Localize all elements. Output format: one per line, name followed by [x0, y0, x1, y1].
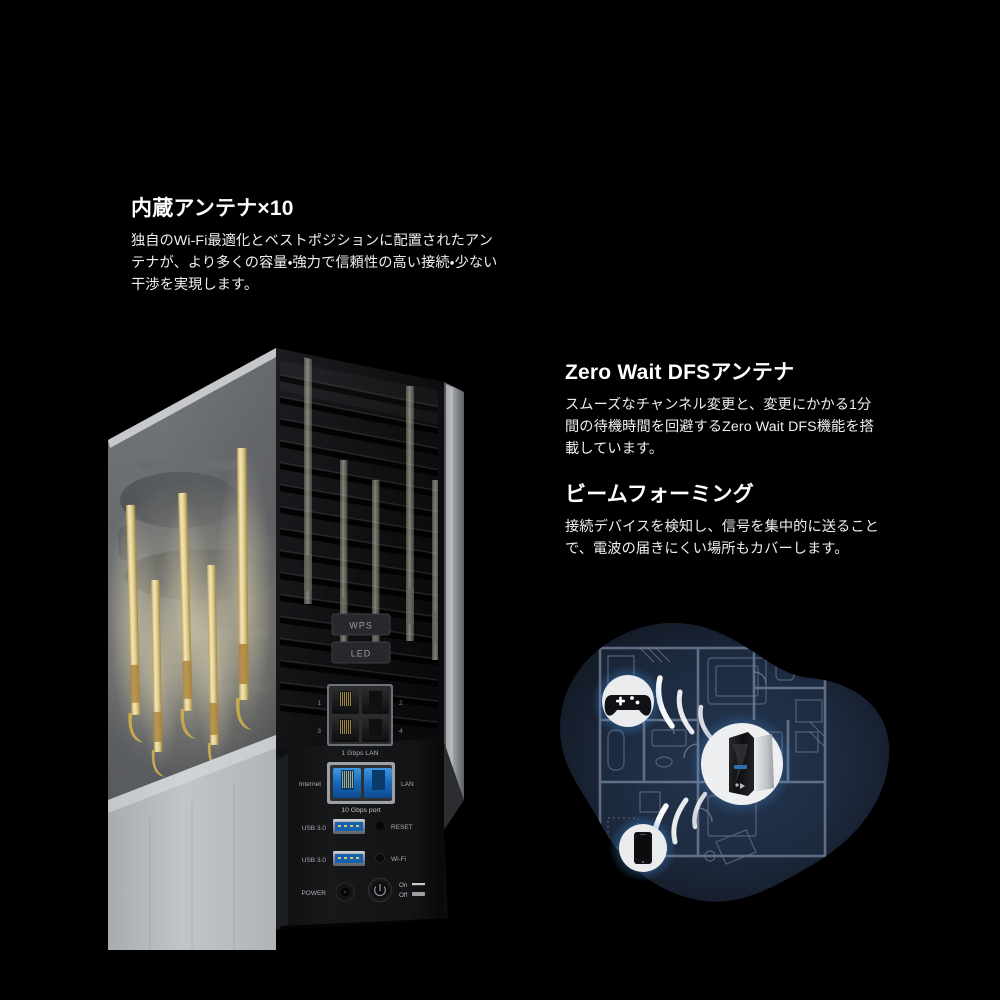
- power-jack-label: POWER: [301, 890, 326, 897]
- internal-antennas-right-ghost: [304, 354, 438, 660]
- lan-port-1: [332, 689, 359, 714]
- feature-block-zero-wait-dfs: Zero Wait DFSアンテナ スムーズなチャンネル変更と、変更にかかる1分…: [565, 360, 883, 460]
- usb-port-1-label: USB 3.0: [302, 825, 327, 832]
- lan-10g-port-label: LAN: [401, 781, 414, 788]
- lan-port-4: [362, 717, 389, 742]
- reset-button[interactable]: [376, 822, 384, 830]
- router-right-edge: [444, 382, 464, 830]
- wifi-button[interactable]: [375, 853, 385, 863]
- wifi-button-label: Wi-Fi: [391, 856, 406, 863]
- lan-port-2: [362, 689, 389, 714]
- lan-10g-port: [364, 768, 392, 798]
- usb-port-2-label: USB 3.0: [302, 857, 327, 864]
- router-product-image: WPS LED: [108, 330, 508, 950]
- power-off-mark: [412, 892, 425, 896]
- power-on-mark: [412, 883, 425, 886]
- lan-port-group: 1 2 3 4 1 Gbps LAN: [317, 684, 403, 757]
- smartphone-icon: [634, 832, 652, 864]
- gamepad-icon: [604, 695, 652, 716]
- wps-button[interactable]: WPS: [331, 613, 391, 636]
- usb-port-1-row: USB 3.0 RESET: [302, 819, 413, 834]
- smartphone-node: [609, 814, 677, 882]
- led-button-label: LED: [351, 649, 372, 659]
- wps-button-label: WPS: [349, 621, 373, 631]
- power-on-label: On: [399, 882, 408, 889]
- router-left-shell: [108, 735, 276, 950]
- router-grille-face: [276, 348, 444, 762]
- lan-port-number-2: 2: [399, 700, 403, 707]
- internal-antennas-left: [108, 447, 309, 780]
- feature-body-beamforming: 接続デバイスを検知し、信号を集中的に送ることで、電波の届きにくい場所もカバーしま…: [565, 519, 879, 558]
- feature-title-zero-wait-dfs: Zero Wait DFSアンテナ: [565, 361, 795, 384]
- feature-body-zero-wait-dfs: スムーズなチャンネル変更と、変更にかかる1分間の待機時間を回避するZero Wa…: [565, 397, 874, 458]
- ten-gbps-group-label: 10 Gbps port: [341, 807, 380, 814]
- lan-group-label: 1 Gbps LAN: [341, 750, 378, 757]
- internet-port-label: Internet: [299, 781, 321, 788]
- power-off-label: Off: [399, 892, 408, 899]
- feature-body-built-in-antenna: 独自のWi-Fi最適化とベストポジションに配置されたアンテナが、より多くの容量・…: [131, 233, 498, 294]
- feature-block-built-in-antenna: 内蔵アンテナ×10 独自のWi-Fi最適化とベストポジションに配置されたアンテナ…: [131, 196, 503, 296]
- lan-port-number-4: 4: [399, 728, 403, 735]
- feature-block-beamforming: ビームフォーミング 接続デバイスを検知し、信号を集中的に送ることで、電波の届きに…: [565, 482, 883, 560]
- feature-title-beamforming: ビームフォーミング: [565, 483, 754, 506]
- ten-gbps-port-group: Internet LAN 10 Gbps port: [299, 762, 414, 814]
- power-row: POWER On Off: [301, 878, 425, 902]
- beamforming-illustration: [548, 612, 898, 912]
- lan-port-3: [332, 717, 359, 742]
- gamepad-node: [592, 665, 664, 737]
- reset-button-label: RESET: [391, 824, 413, 831]
- internet-port: [333, 768, 361, 798]
- usb-port-2-row: USB 3.0 Wi-Fi: [302, 851, 406, 866]
- led-button[interactable]: LED: [331, 641, 391, 664]
- router-icon: [729, 732, 774, 796]
- router-node: [690, 712, 794, 816]
- lan-port-number-3: 3: [317, 728, 321, 735]
- feature-title-built-in-antenna: 内蔵アンテナ×10: [131, 197, 294, 220]
- lan-port-number-1: 1: [317, 700, 321, 707]
